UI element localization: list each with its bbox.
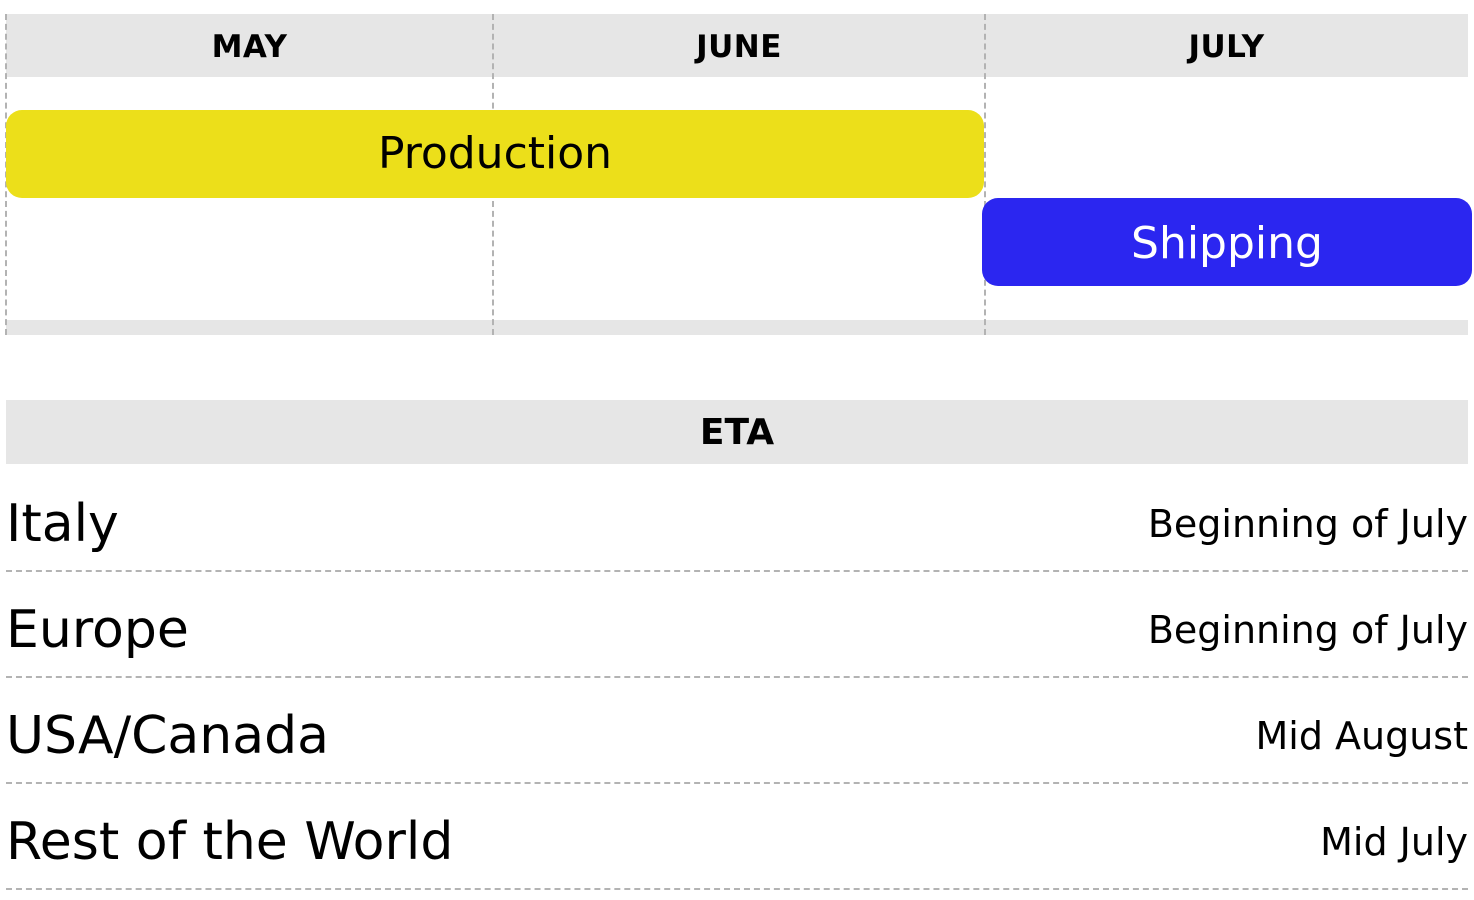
shipping-bar: Shipping	[982, 198, 1472, 286]
eta-date: Beginning of July	[1147, 502, 1468, 546]
month-label-june: JUNE	[696, 29, 782, 65]
eta-date: Mid August	[1255, 714, 1468, 758]
eta-row-usa-canada: USA/Canada Mid August	[6, 678, 1468, 784]
month-header: MAY JUNE JULY	[6, 14, 1468, 77]
eta-row-europe: Europe Beginning of July	[6, 572, 1468, 678]
eta-date: Mid July	[1320, 820, 1468, 864]
eta-region: USA/Canada	[6, 706, 329, 766]
grid-line-june-july	[984, 14, 986, 335]
eta-row-rest-of-world: Rest of the World Mid July	[6, 784, 1468, 890]
timeline-footer	[6, 320, 1468, 335]
eta-region: Rest of the World	[6, 812, 454, 872]
eta-header: ETA	[6, 400, 1468, 464]
eta-date: Beginning of July	[1147, 608, 1468, 652]
production-bar: Production	[6, 110, 984, 198]
timeline: MAY JUNE JULY Production Shipping	[5, 14, 1472, 335]
month-label-july: JULY	[1188, 29, 1265, 65]
eta-region: Europe	[6, 600, 189, 660]
eta-region: Italy	[6, 494, 119, 554]
eta-row-italy: Italy Beginning of July	[6, 466, 1468, 572]
month-label-may: MAY	[211, 29, 288, 65]
